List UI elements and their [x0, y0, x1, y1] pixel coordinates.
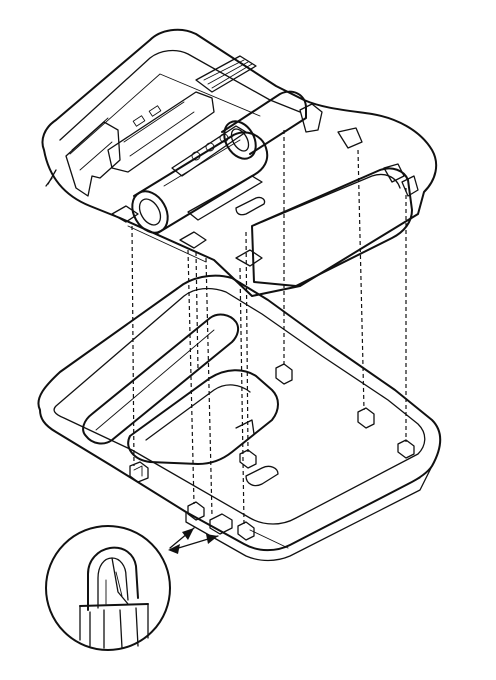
- trim-panel-edge: [186, 466, 432, 561]
- overhead-console-assembly: [43, 30, 437, 296]
- sunroof-slot: [83, 315, 238, 444]
- vent-grille: [196, 56, 256, 92]
- alignment-line: [206, 258, 212, 516]
- switch-strip: [172, 126, 246, 176]
- alignment-line: [196, 252, 198, 370]
- clip-illustration: [80, 548, 148, 648]
- trim-panel-inner-rim: [54, 289, 425, 524]
- mounting-bracket: [66, 122, 120, 196]
- alignment-line: [188, 250, 194, 504]
- console-control-panel: [108, 92, 214, 172]
- panel-clip-2: [188, 502, 204, 520]
- lens-cover: [252, 168, 412, 286]
- panel-clip-7: [398, 440, 414, 458]
- light-recess: [128, 370, 278, 464]
- lamp-housing-right: [218, 92, 306, 165]
- alignment-line: [246, 232, 248, 452]
- trim-panel-edge-lower: [250, 478, 420, 548]
- lamp-switch: [236, 197, 265, 214]
- clip-detail-callout: [46, 526, 218, 650]
- alignment-lines: [132, 130, 406, 524]
- trim-panel-outline: [38, 276, 440, 551]
- panel-clip-6: [358, 408, 374, 428]
- lamp-housing-left: [125, 132, 267, 239]
- headliner-trim-panel: [38, 276, 440, 561]
- alignment-line: [240, 268, 244, 524]
- lamp-opening: [246, 466, 278, 485]
- alignment-line: [132, 226, 134, 466]
- panel-clip-5: [276, 364, 292, 384]
- panel-clip-3: [238, 522, 254, 540]
- alignment-line: [358, 150, 364, 410]
- panel-clip-1: [130, 462, 148, 482]
- callout-circle: [46, 526, 170, 650]
